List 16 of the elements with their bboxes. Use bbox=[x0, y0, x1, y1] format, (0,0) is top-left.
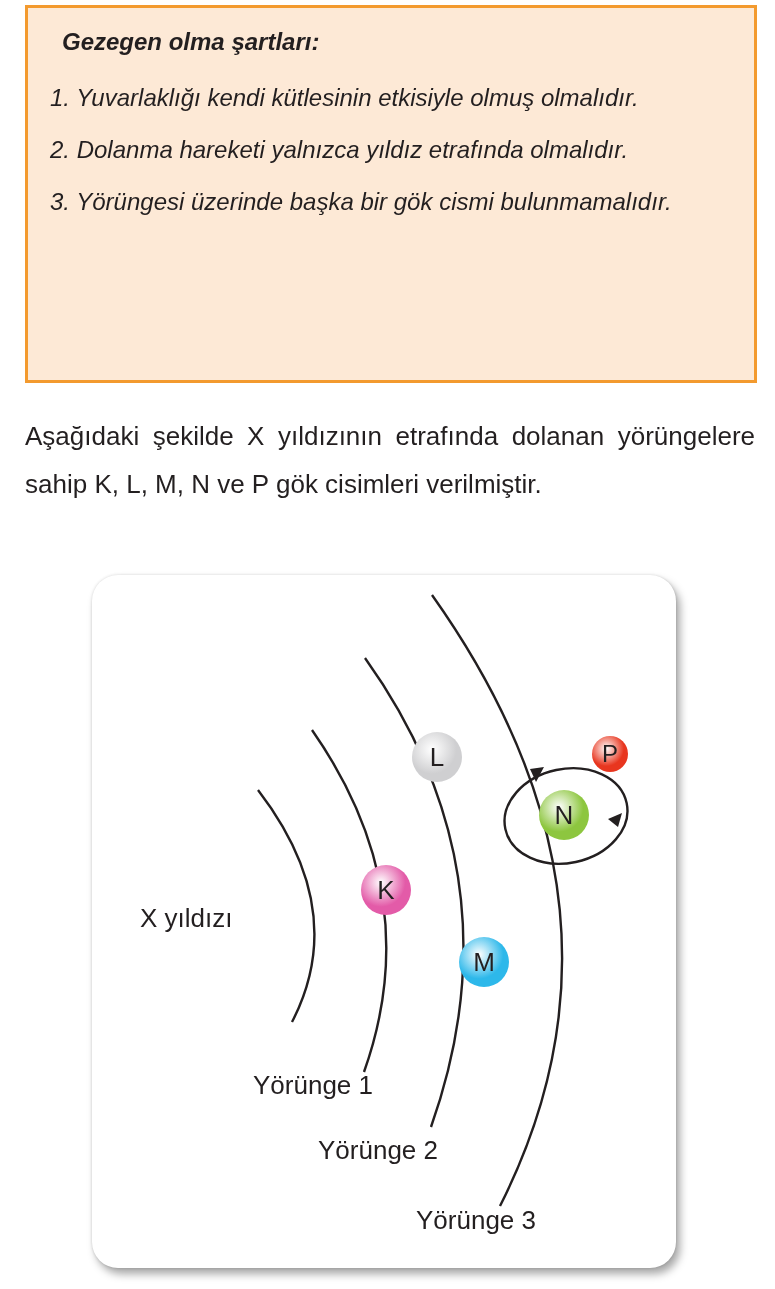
planet-circle: N bbox=[539, 790, 589, 840]
list-item: 3. Yörüngesi üzerinde başka bir gök cismi bulunmamalıdır. bbox=[50, 187, 673, 217]
list-item: 2. Dolanma hareketi yalnızca yıldız etrafında olmalıdır. bbox=[50, 135, 630, 165]
info-panel bbox=[25, 5, 757, 383]
orbit-label: Yörünge 2 bbox=[318, 1135, 438, 1166]
question-text: Aşağıdaki şekilde X yıldızının etrafında dolanan yörüngelere sahip K, L, M, N ve P gök cisimleri verilmiştir. bbox=[25, 420, 755, 501]
figure-card bbox=[92, 575, 676, 1268]
list-item: 1. Yuvarlaklığı kendi kütlesinin etkisiyle olmuş olmalıdır. bbox=[50, 83, 640, 113]
planet-circle: P bbox=[592, 736, 628, 772]
panel-heading: Gezegen olma şartları: bbox=[62, 28, 321, 56]
planet-circle: K bbox=[361, 865, 411, 915]
orbit-label: Yörünge 1 bbox=[253, 1070, 373, 1101]
planet-circle: L bbox=[412, 732, 462, 782]
star-label: X yıldızı bbox=[140, 903, 233, 934]
orbit-label: Yörünge 3 bbox=[416, 1205, 536, 1236]
planet-circle: M bbox=[459, 937, 509, 987]
